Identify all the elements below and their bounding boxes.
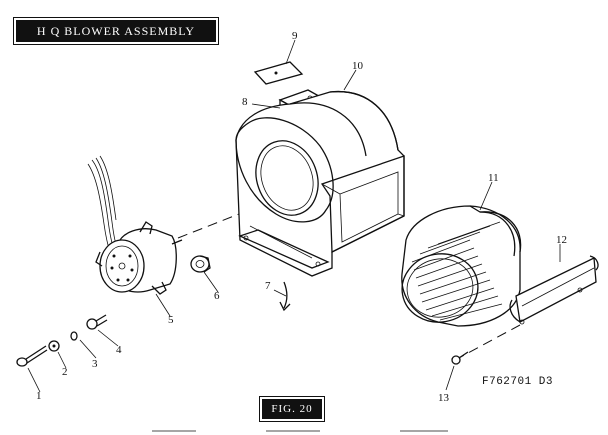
callout-10: 10	[352, 60, 363, 72]
part-2-washer	[48, 340, 60, 352]
part-6-nut	[190, 255, 211, 273]
part-3-washer	[70, 331, 78, 341]
callout-1: 1	[36, 390, 42, 402]
part-12-cutoff-plate	[509, 255, 599, 325]
part-code: F762701 D3	[482, 376, 554, 388]
part-9-plate	[253, 61, 304, 85]
leader-lines	[27, 39, 561, 393]
callout-6: 6	[214, 290, 220, 302]
callout-8: 8	[242, 96, 248, 108]
part-13-screw	[451, 351, 469, 365]
diagram-title: H Q BLOWER ASSEMBLY	[13, 17, 219, 45]
callout-12: 12	[556, 234, 567, 246]
screw-axis-line	[454, 324, 521, 361]
callout-7: 7	[265, 280, 271, 292]
part-5-motor	[87, 155, 183, 295]
callout-4: 4	[116, 344, 122, 356]
part-10-blower-housing	[235, 90, 405, 277]
callout-13: 13	[438, 392, 449, 404]
part-11-blower-wheel	[401, 205, 522, 327]
callout-3: 3	[92, 358, 98, 370]
callout-5: 5	[168, 314, 174, 326]
figure-label: FIG. 20	[259, 396, 325, 422]
callout-11: 11	[488, 172, 499, 184]
part-7-arrow	[283, 281, 288, 309]
callout-9: 9	[292, 30, 298, 42]
part-1-screw	[16, 345, 48, 367]
callout-2: 2	[62, 366, 68, 378]
part-4-bolt	[86, 314, 108, 330]
